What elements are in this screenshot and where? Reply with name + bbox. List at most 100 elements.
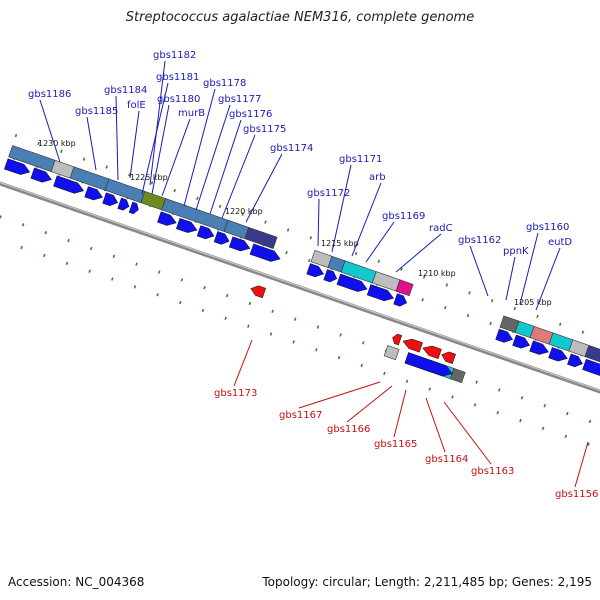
scale-tick xyxy=(496,411,500,415)
scale-tick xyxy=(67,238,70,243)
genome-summary: Topology: circular; Length: 2,211,485 bp… xyxy=(262,575,592,589)
gene-label-top: gbs1162 xyxy=(458,235,501,246)
gene-label-top: gbs1172 xyxy=(307,188,350,199)
gene-label-leader xyxy=(149,60,166,186)
scale-tick xyxy=(271,309,274,314)
scale-tick xyxy=(285,250,288,255)
scale-tick xyxy=(179,300,182,305)
scale-tick xyxy=(421,298,424,302)
reverse-gene-arrow xyxy=(441,351,456,364)
scale-tick xyxy=(473,403,477,407)
forward-gene-arrow xyxy=(567,353,583,368)
gene-label-leader xyxy=(195,104,231,211)
cog-block xyxy=(244,227,278,249)
gene-label-top: gbs1185 xyxy=(75,106,118,117)
scale-tick xyxy=(264,220,267,224)
scale-tick xyxy=(21,223,25,227)
gene-label-top: gbs1177 xyxy=(218,94,261,105)
gene-label-top: gbs1182 xyxy=(153,50,196,61)
forward-gene-arrow xyxy=(512,334,530,349)
scale-tick xyxy=(315,348,318,352)
scale-label: 1220 kbp xyxy=(225,207,263,216)
forward-gene-arrow xyxy=(404,352,453,377)
scale-tick xyxy=(536,314,539,319)
gene-label-top: eutD xyxy=(548,237,572,248)
forward-gene-arrow xyxy=(548,347,568,362)
forward-gene-arrow xyxy=(102,192,119,206)
gene-label-leader xyxy=(365,221,395,263)
gene-label-top: folE xyxy=(127,100,146,111)
scale-tick xyxy=(541,426,545,431)
scale-tick xyxy=(112,254,116,258)
scale-tick xyxy=(203,286,206,290)
cog-block xyxy=(395,279,414,297)
scale-tick xyxy=(150,181,154,185)
scale-tick xyxy=(37,141,40,146)
gene-label-top: arb xyxy=(369,172,386,183)
forward-gene-arrow xyxy=(157,211,177,226)
scale-label: 1210 kbp xyxy=(418,269,456,278)
forward-gene-arrow xyxy=(128,201,139,215)
scale-tick xyxy=(111,277,114,281)
scale-tick xyxy=(444,306,447,310)
gene-label-leader xyxy=(141,82,169,195)
scale-tick xyxy=(405,379,409,383)
scale-tick xyxy=(0,215,2,219)
gene-label-bottom: gbs1167 xyxy=(279,410,322,421)
gene-label-leader xyxy=(151,104,170,195)
reverse-gene-arrow xyxy=(250,285,267,299)
scale-tick xyxy=(286,228,290,232)
forward-gene-arrow xyxy=(53,175,85,194)
scale-tick xyxy=(309,236,313,240)
gene-label-bottom: gbs1164 xyxy=(425,454,468,465)
scale-tick xyxy=(293,317,297,321)
gene-label-leader xyxy=(505,256,516,301)
gene-label-leader xyxy=(221,134,256,219)
scale-tick xyxy=(564,434,568,438)
scale-tick xyxy=(157,270,161,274)
genome-backbone-highlight xyxy=(0,181,600,392)
scale-tick xyxy=(82,157,86,161)
gene-label-leader xyxy=(245,153,283,223)
scale-tick xyxy=(156,293,159,297)
scale-tick xyxy=(451,395,454,399)
gene-label-leader xyxy=(395,233,442,273)
forward-gene-arrow xyxy=(228,236,251,252)
forward-gene-arrow xyxy=(213,231,230,245)
gene-label-leader xyxy=(39,99,61,163)
scale-tick xyxy=(445,283,449,287)
scale-tick xyxy=(135,262,138,266)
scale-tick xyxy=(520,396,524,400)
forward-gene-arrow xyxy=(4,158,31,175)
gene-label-top: ppnK xyxy=(503,246,529,257)
forward-gene-arrow xyxy=(306,263,325,278)
forward-gene-arrow xyxy=(84,186,103,201)
scale-tick xyxy=(513,306,517,311)
scale-tick xyxy=(43,253,46,258)
scale-tick xyxy=(489,321,492,326)
forward-gene-arrow xyxy=(249,243,281,262)
scale-tick xyxy=(377,259,381,264)
gene-label-top: gbs1178 xyxy=(203,78,246,89)
gene-label-top: gbs1174 xyxy=(270,143,313,154)
forward-gene-arrow xyxy=(30,167,52,183)
gene-label-top: gbs1169 xyxy=(382,211,425,222)
forward-gene-arrow xyxy=(495,328,513,343)
gene-label-leader xyxy=(209,119,242,215)
scale-tick xyxy=(587,442,590,446)
scale-tick xyxy=(383,371,386,376)
gene-label-top: gbs1160 xyxy=(526,222,569,233)
forward-gene-arrow xyxy=(582,358,600,382)
scale-tick xyxy=(468,291,471,295)
gene-label-top: gbs1186 xyxy=(28,89,71,100)
forward-gene-arrow xyxy=(336,273,368,292)
accession-label: Accession: NC_004368 xyxy=(8,575,145,589)
scale-tick xyxy=(89,246,93,251)
scale-tick xyxy=(519,418,522,423)
scale-tick xyxy=(354,251,358,256)
scale-tick xyxy=(180,278,184,282)
cog-block xyxy=(50,159,75,179)
cog-block-reverse xyxy=(383,345,400,361)
scale-label: 1205 kbp xyxy=(514,298,552,307)
